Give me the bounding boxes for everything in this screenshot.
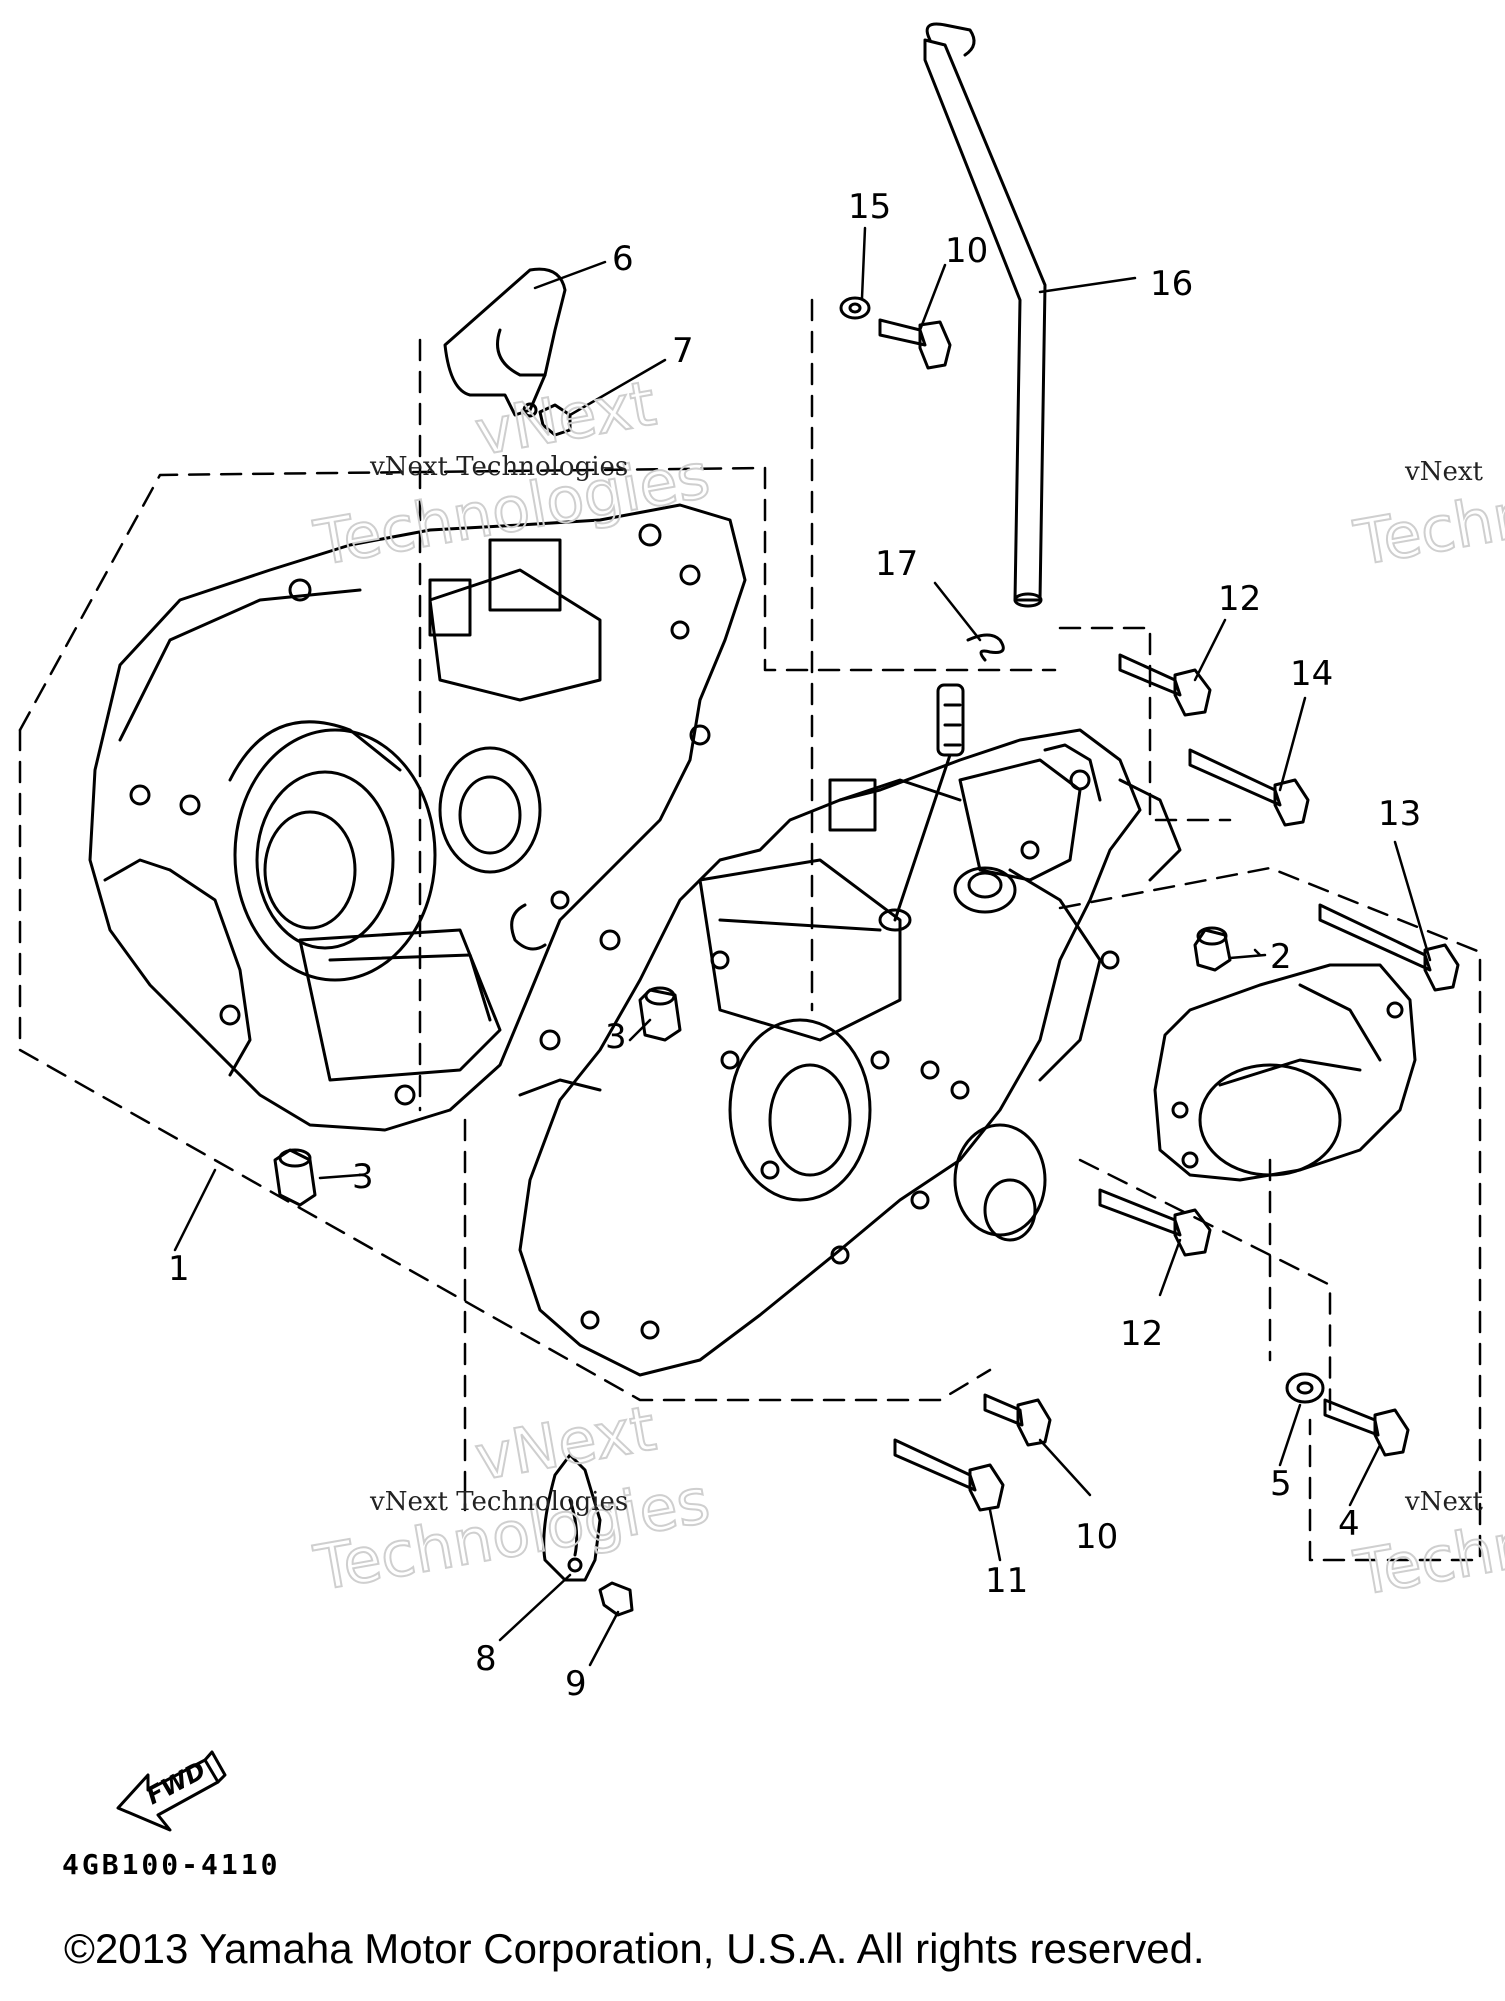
callout-3a: 3 <box>352 1157 374 1197</box>
watermark-right-lower: vNext <box>1404 1487 1483 1517</box>
crankcase-right-half <box>518 728 1182 1377</box>
forward-direction-arrow <box>116 1750 227 1832</box>
callout-7: 7 <box>672 331 694 371</box>
hose-clip <box>878 633 1005 932</box>
assembly-boundary-lines <box>18 298 1482 1562</box>
callout-11: 11 <box>985 1561 1028 1601</box>
callout-2: 2 <box>1270 937 1292 977</box>
watermark-right-upper-big: Techn <box>1349 477 1505 580</box>
diagram-code: 4GB100-4110 <box>62 1848 281 1881</box>
copyright-notice: ©2013 Yamaha Motor Corporation, U.S.A. A… <box>64 1925 1205 1972</box>
callout-8: 8 <box>475 1639 497 1679</box>
callout-9: 9 <box>565 1664 587 1704</box>
plate-lower <box>542 1453 602 1582</box>
side-cover <box>1153 963 1417 1182</box>
callout-4: 4 <box>1338 1504 1360 1544</box>
watermark-text-upper-1: vNext Technologies <box>369 452 628 482</box>
callout-labels: 1 2 3 3 4 5 6 7 8 9 10 10 11 12 12 13 14… <box>168 187 1421 1704</box>
dowel-pins <box>273 296 1325 1404</box>
callout-10-lower: 10 <box>1075 1517 1118 1557</box>
callout-1: 1 <box>168 1249 190 1289</box>
callout-12-upper: 12 <box>1218 579 1261 619</box>
plate-upper <box>443 267 567 418</box>
callout-10-upper: 10 <box>945 231 988 271</box>
watermark-right-upper: vNext <box>1404 457 1483 487</box>
crankcase-left-half <box>88 503 747 1132</box>
callout-13: 13 <box>1378 794 1421 834</box>
bolts <box>538 318 1460 1617</box>
watermark-text-lower-1: vNext Technologies <box>369 1487 628 1517</box>
fwd-label: FWD <box>142 1756 211 1810</box>
callout-12-lower: 12 <box>1120 1314 1163 1354</box>
callout-16: 16 <box>1150 264 1193 304</box>
breather-hose <box>923 22 1047 608</box>
callout-3b: 3 <box>605 1017 627 1057</box>
callout-14: 14 <box>1290 654 1333 694</box>
callout-6: 6 <box>612 239 634 279</box>
watermark-right-lower-big: Techn <box>1349 1507 1505 1610</box>
leader-lines <box>173 226 1432 1667</box>
callout-5: 5 <box>1270 1464 1292 1504</box>
callout-15: 15 <box>848 187 891 227</box>
callout-17: 17 <box>875 544 918 584</box>
